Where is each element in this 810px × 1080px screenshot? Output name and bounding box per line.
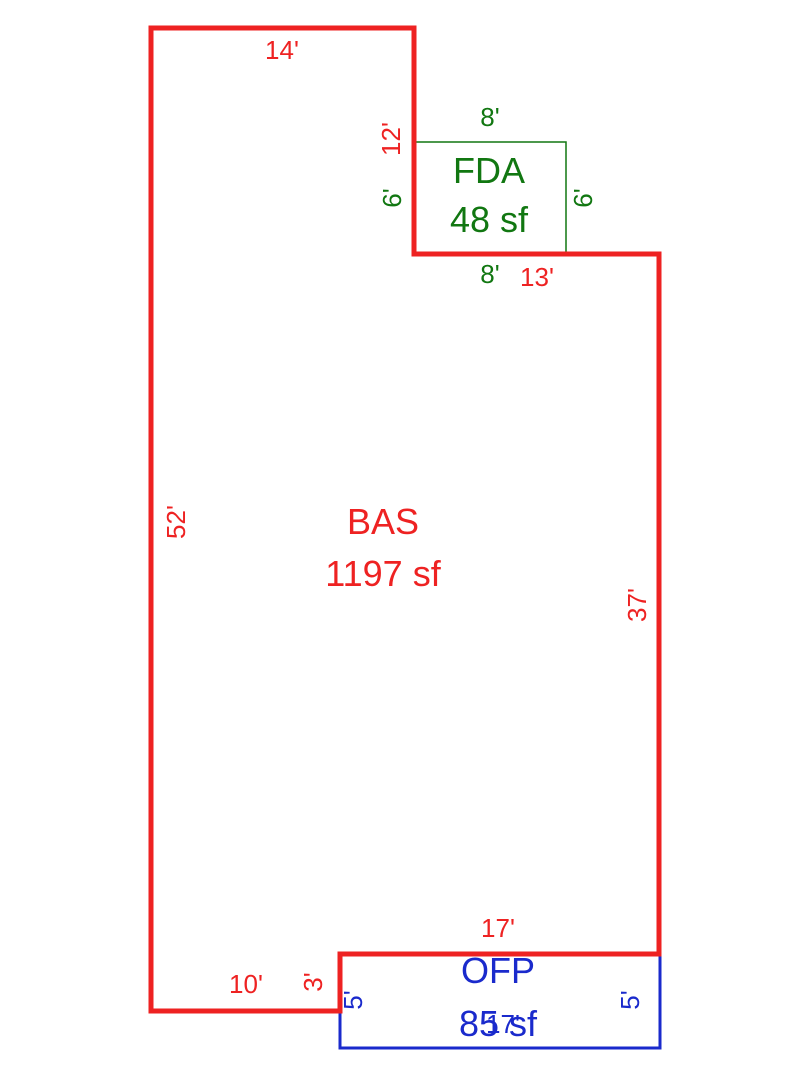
bas-dim-bottom-right: 17'	[481, 913, 515, 943]
fda-area-size: 48 sf	[450, 199, 529, 240]
bas-dim-left: 52'	[161, 505, 191, 539]
fda-dim-bottom: 8'	[480, 259, 499, 289]
bas-area-name: BAS	[347, 501, 419, 542]
ofp-dim-right: 5'	[615, 990, 645, 1009]
bas-dim-inner-horizontal: 13'	[520, 262, 554, 292]
ofp-dim-left: 5'	[338, 990, 368, 1009]
fda-dim-left: 6'	[377, 188, 407, 207]
bas-dim-top: 14'	[265, 35, 299, 65]
bas-dim-bottom-left: 10'	[229, 969, 263, 999]
bas-dim-inner-vertical: 12'	[376, 122, 406, 156]
fda-area-name: FDA	[453, 150, 525, 191]
bas-dim-step: 3'	[298, 972, 328, 991]
ofp-area-name: OFP	[461, 950, 535, 991]
ofp-area-size: 85 sf	[459, 1003, 538, 1044]
ofp-dim-bottom: 17'	[486, 1009, 520, 1039]
bas-area-size: 1197 sf	[325, 553, 441, 594]
bas-dim-right: 37'	[622, 588, 652, 622]
bas-outline	[148, 25, 662, 1014]
fda-dim-right: 6'	[568, 188, 598, 207]
fda-dim-top: 8'	[480, 102, 499, 132]
